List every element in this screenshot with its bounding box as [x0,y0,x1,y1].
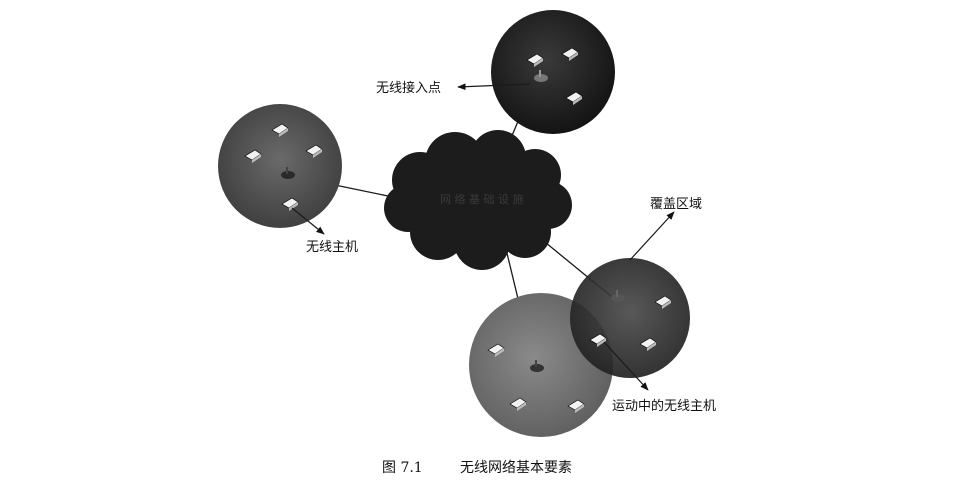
figure-number: 图 7.1 [382,460,423,476]
host-icon [567,399,585,413]
label-access-point: 无线接入点 [376,80,441,96]
host-icon [244,149,262,163]
host-icon [526,53,544,67]
label-wireless-host: 无线主机 [306,240,358,255]
access-point-icon [530,360,544,372]
host-icon [305,144,323,158]
cell-right [570,258,690,378]
link-left-cell [329,183,389,197]
access-point-icon [281,167,295,179]
arrow-access-point [457,83,531,91]
network-cloud: 网 络 基 础 设 施 [384,130,572,270]
host-icon [565,91,583,105]
arrow-moving-host [603,341,649,391]
host-icon [509,397,527,411]
host-icon [271,123,289,137]
coverage-area-top [491,10,615,134]
cell-left [218,104,342,228]
host-icon [654,295,672,309]
moving-host-icon [589,333,607,347]
host-icon [281,197,299,211]
host-icon [639,337,657,351]
access-point-icon [611,290,625,302]
access-point-icon [534,70,548,82]
label-moving-host: 运动中的无线主机 [612,398,716,414]
annotation-arrows [291,83,675,391]
cloud-inner-text-smudge: 网 络 基 础 设 施 [440,192,523,206]
label-coverage-area: 覆盖区域 [650,197,702,212]
cell-top [491,10,615,134]
host-icon [561,47,579,61]
arrow-wireless-host [291,207,325,235]
host-icon [487,343,505,357]
coverage-area-right [570,258,690,378]
arrow-coverage-area [629,211,675,261]
figure-title: 无线网络基本要素 [460,459,572,476]
coverage-area-left [218,104,342,228]
